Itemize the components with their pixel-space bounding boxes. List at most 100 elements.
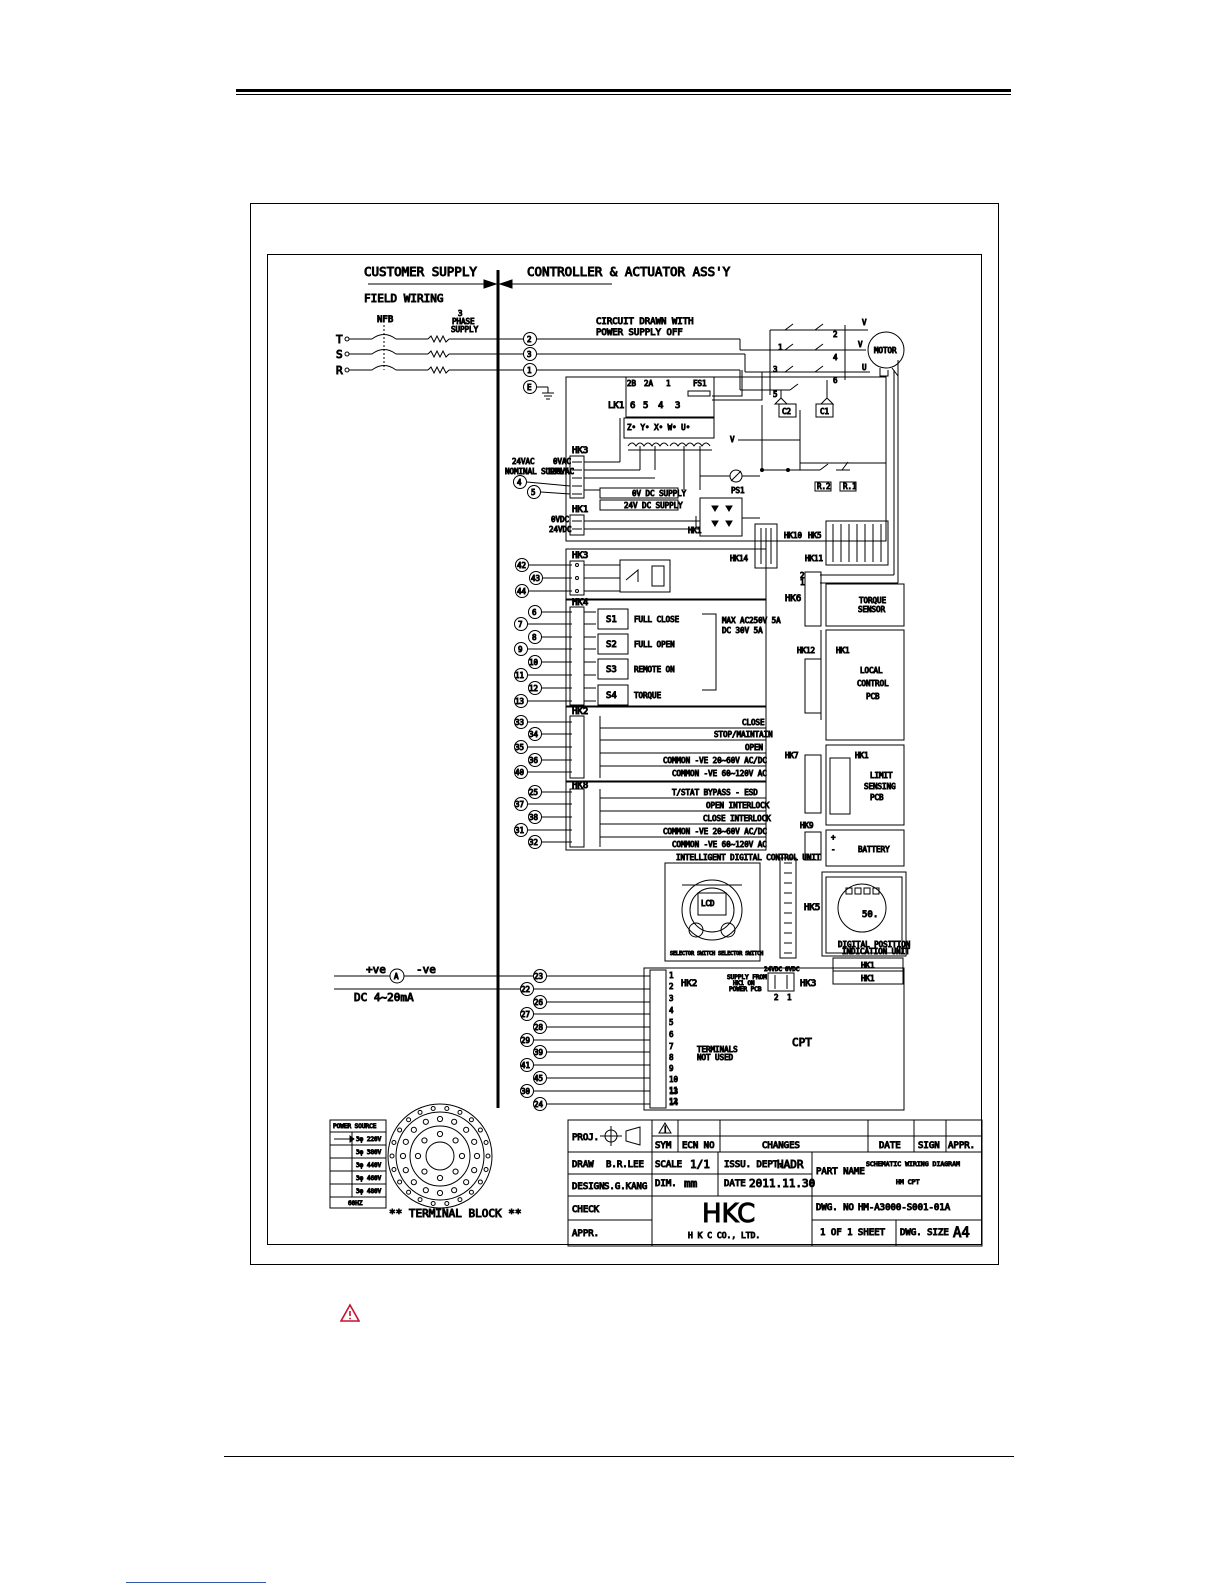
hk8-connector: [569, 788, 585, 848]
svg-text:2: 2: [833, 330, 838, 339]
terminal-5: 5: [527, 485, 541, 499]
terminal-block-diagram: [387, 1103, 493, 1209]
terminal-block-pin: [430, 1201, 436, 1207]
svg-text:S3: S3: [606, 665, 617, 675]
svg-text:!: !: [663, 1125, 668, 1134]
svg-text:40: 40: [515, 768, 525, 777]
svg-text:35: 35: [515, 743, 524, 752]
drawing-border: [267, 254, 982, 1245]
terminal-2: 2: [523, 332, 537, 346]
svg-text:60HZ: 60HZ: [348, 1200, 363, 1207]
svg-text:1: 1: [666, 379, 671, 388]
hk12-connector: [804, 658, 822, 714]
svg-text:SENSOR: SENSOR: [858, 605, 886, 614]
hk4-connector: [569, 606, 585, 706]
svg-text:HK1: HK1: [861, 974, 875, 983]
svg-text:13: 13: [669, 1087, 678, 1096]
circuit-note-2: POWER SUPPLY OFF: [596, 328, 683, 338]
dc-24v-supply: [599, 499, 679, 511]
svg-text:PCB: PCB: [866, 692, 880, 701]
svg-text:APPR.: APPR.: [572, 1229, 599, 1239]
terminal-block-pin: [485, 1153, 491, 1159]
terminal-block-pin: [463, 1179, 470, 1186]
motor-contactor: 2 1 4 3 6 5 C2 C1 V V U: [740, 318, 870, 418]
svg-text:14: 14: [669, 1098, 679, 1107]
svg-text:10: 10: [669, 1075, 679, 1084]
svg-text:LCD: LCD: [701, 899, 715, 908]
phase-label-2: PHASE: [452, 317, 475, 326]
customer-supply-label: CUSTOMER SUPPLY: [364, 264, 477, 279]
cpt-label: CPT: [792, 1036, 812, 1049]
svg-text:HK1: HK1: [836, 646, 850, 655]
svg-text:E: E: [527, 383, 532, 392]
svg-text:ISSU. DEPT.: ISSU. DEPT.: [724, 1160, 784, 1170]
svg-text:C2: C2: [782, 407, 791, 416]
svg-text:+: +: [831, 833, 836, 842]
terminal-36: 36: [528, 753, 542, 767]
svg-text:DESIGN: DESIGN: [572, 1182, 605, 1192]
svg-text:LIMIT: LIMIT: [870, 771, 893, 780]
svg-text:5: 5: [531, 488, 536, 497]
svg-text:24VDC: 24VDC: [764, 966, 782, 973]
svg-text:V: V: [858, 340, 863, 349]
svg-text:POWER PCB: POWER PCB: [729, 986, 762, 993]
terminal-block-pin: [421, 1168, 428, 1175]
svg-text:SYM: SYM: [655, 1141, 672, 1151]
svg-text:DIGITAL POSITION: DIGITAL POSITION: [838, 940, 910, 949]
terminal-block-pin: [389, 1153, 395, 1159]
svg-text:120VAC: 120VAC: [547, 467, 574, 476]
svg-text:TORQUE: TORQUE: [859, 596, 887, 605]
svg-text:25: 25: [529, 788, 538, 797]
transformer: [623, 417, 715, 439]
terminal-30: 30: [520, 1084, 534, 1098]
svg-text:24: 24: [534, 1100, 544, 1109]
phase-s-line: [344, 349, 524, 359]
svg-text:31: 31: [515, 826, 524, 835]
footer-rule: [224, 1456, 1014, 1457]
svg-text:2A: 2A: [644, 379, 654, 388]
svg-text:3φ 220V: 3φ 220V: [356, 1136, 382, 1143]
terminal-block-pin: [421, 1137, 428, 1144]
terminal-42: 42: [515, 558, 529, 572]
terminal-block-pin: [452, 1168, 459, 1175]
hk2-connector: [569, 715, 585, 779]
terminal-block-pin: [402, 1167, 409, 1174]
hk3-aux-box: [565, 548, 767, 600]
terminal-block-pin: [436, 1130, 444, 1138]
svg-text:COMMON -VE 20~60V AC/DC: COMMON -VE 20~60V AC/DC: [663, 756, 767, 765]
hk5-power-connector: [825, 520, 889, 566]
svg-text:22: 22: [521, 985, 530, 994]
terminal-block-pin: [444, 1105, 450, 1111]
svg-text:DWG. NO: DWG. NO: [816, 1203, 854, 1213]
svg-text:4: 4: [669, 1006, 674, 1015]
phase-t: T: [336, 333, 343, 346]
svg-text:TORQUE: TORQUE: [634, 691, 662, 700]
svg-text:3: 3: [773, 365, 778, 374]
svg-text:OPEN INTERLOCK: OPEN INTERLOCK: [706, 801, 770, 810]
svg-text:DWG. SIZE: DWG. SIZE: [900, 1228, 949, 1238]
terminal-block-pin: [406, 1117, 412, 1123]
svg-text:2: 2: [774, 993, 779, 1002]
svg-text:S4: S4: [606, 691, 617, 701]
svg-text:mm: mm: [684, 1177, 698, 1190]
svg-text:HM-A3000-S001-01A: HM-A3000-S001-01A: [858, 1203, 951, 1213]
svg-text:REMOTE ON: REMOTE ON: [634, 665, 675, 674]
phase-s: S: [336, 348, 343, 361]
positive-label: +ve: [366, 963, 386, 976]
svg-text:30: 30: [521, 1087, 531, 1096]
svg-text:Z• Y• X• W• U•: Z• Y• X• W• U•: [627, 423, 690, 432]
hk3-aux-label: HK3: [572, 551, 588, 561]
terminal-28: 28: [533, 1020, 547, 1034]
svg-text:HK1: HK1: [688, 526, 702, 535]
terminal-4: 4: [513, 475, 527, 489]
svg-text:R.2: R.2: [817, 482, 831, 491]
svg-text:CONTROL: CONTROL: [857, 679, 889, 688]
svg-text:HK5: HK5: [808, 531, 822, 540]
svg-text:13: 13: [515, 697, 524, 706]
lk1-label: LK1: [608, 401, 624, 411]
svg-text:50.: 50.: [862, 910, 878, 920]
svg-text:S.G.KANG: S.G.KANG: [604, 1182, 647, 1192]
torque-sensor: TORQUE SENSOR: [825, 583, 905, 627]
svg-text:4: 4: [833, 353, 838, 362]
